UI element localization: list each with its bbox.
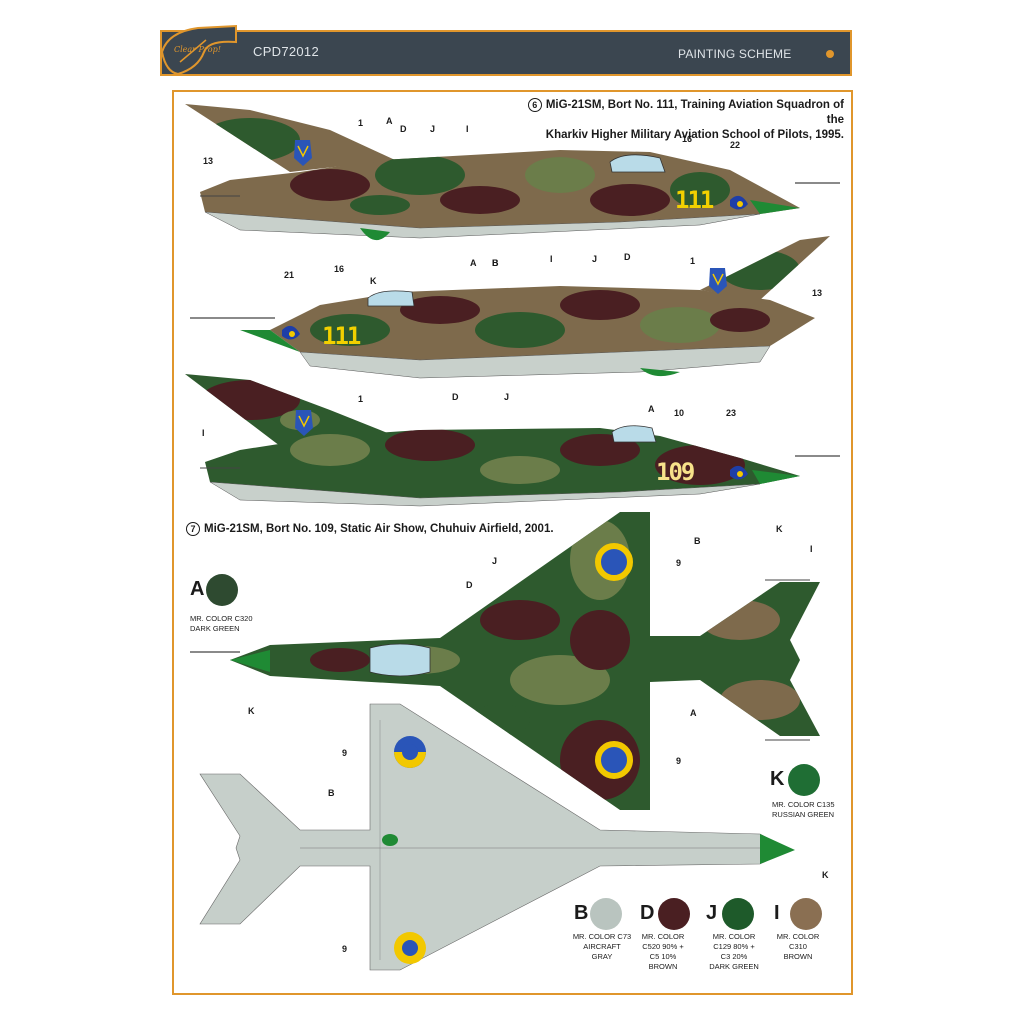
scheme-6-number: 6 [527,98,542,112]
callout: 9 [676,558,682,568]
callout: 23 [726,408,737,418]
callout: D [466,580,473,590]
callout: J [492,556,498,566]
scheme-7-number: 7 [186,522,200,536]
callout: 21 [284,270,295,280]
bort-number-111-b: 111 [322,322,361,350]
svg-text:Clear Prop!: Clear Prop! [174,45,221,54]
product-code: CPD72012 [253,44,319,59]
callout: 9 [342,944,348,954]
bort-number-109: 109 [656,458,695,486]
color-key-letter: B [574,902,589,924]
callout: B [492,258,499,268]
callout: 16 [334,264,345,274]
callout: I [466,124,469,134]
clear-prop-logo: Clear Prop! [160,24,237,76]
callout: 13 [812,288,823,298]
paint-swatch [790,898,822,930]
bort-number-111-a: 111 [675,186,714,214]
paint-swatch [788,764,820,796]
callout: K [370,276,377,286]
color-key-letter: K [770,768,785,790]
callout: 1 [358,394,364,404]
paint-swatch [658,898,690,930]
callout: 10 [674,408,685,418]
callout: B [328,788,335,798]
callout: A [386,116,393,126]
callout: D [400,124,407,134]
callout: A [690,708,697,718]
callout: 1 [690,256,696,266]
callout: J [430,124,436,134]
page-frame [172,90,853,995]
callout: J [592,254,598,264]
callout: I [202,428,205,438]
callout: 22 [730,140,741,150]
callout: A [648,404,655,414]
color-key-letter: A [190,578,205,600]
callout: I [550,254,553,264]
callout: I [810,544,813,554]
callout: K [248,706,255,716]
callout: K [776,524,783,534]
callout: K [822,870,829,880]
accent-dot [826,50,834,58]
callout: D [452,392,459,402]
color-key-letter: J [706,902,718,924]
paint-swatch [590,898,622,930]
paint-swatch [722,898,754,930]
callout: B [694,536,701,546]
callout: D [624,252,631,262]
color-key-letter: D [640,902,655,924]
color-key-letter: I [774,902,780,924]
callout: 13 [203,156,214,166]
callout: J [504,392,510,402]
callout: 9 [342,748,348,758]
callout: 1 [358,118,364,128]
header-bar [160,30,852,76]
paint-swatch [206,574,238,606]
callout: 16 [682,134,693,144]
callout: B [492,258,499,268]
callout: 9 [676,756,682,766]
callout: A [470,258,477,268]
section-title: PAINTING SCHEME [678,47,792,61]
